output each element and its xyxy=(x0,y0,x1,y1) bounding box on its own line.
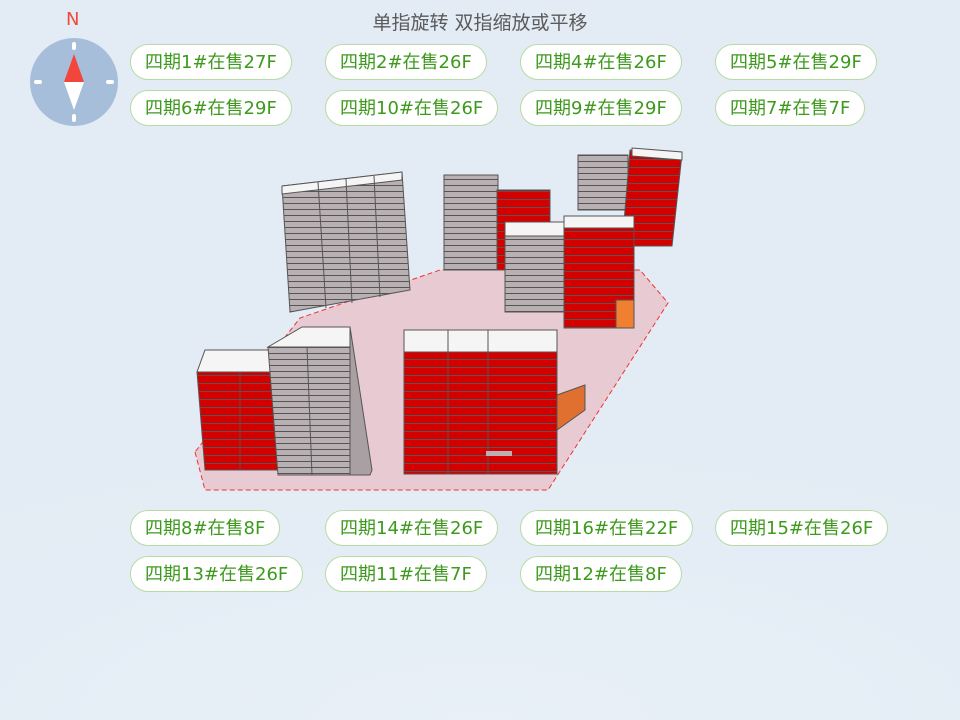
compass-north-label: N xyxy=(66,9,80,30)
label-building-4[interactable]: 四期4#在售26F xyxy=(520,44,682,80)
label-building-14[interactable]: 四期14#在售26F xyxy=(325,510,499,546)
compass-icon[interactable] xyxy=(30,38,118,126)
label-building-8[interactable]: 四期8#在售8F xyxy=(130,510,281,546)
label-building-1[interactable]: 四期1#在售27F xyxy=(130,44,292,80)
label-building-9[interactable]: 四期9#在售29F xyxy=(520,90,682,126)
building-15 xyxy=(266,326,373,476)
label-building-15[interactable]: 四期15#在售26F xyxy=(715,510,889,546)
label-building-16[interactable]: 四期16#在售22F xyxy=(520,510,694,546)
label-building-6[interactable]: 四期6#在售29F xyxy=(130,90,292,126)
label-building-13[interactable]: 四期13#在售26F xyxy=(130,556,304,592)
label-building-2[interactable]: 四期2#在售26F xyxy=(325,44,487,80)
label-building-11[interactable]: 四期11#在售7F xyxy=(325,556,487,592)
label-building-7[interactable]: 四期7#在售7F xyxy=(715,90,866,126)
building-13 xyxy=(504,215,635,329)
building-12 xyxy=(403,329,586,475)
label-building-10[interactable]: 四期10#在售26F xyxy=(325,90,499,126)
label-building-12[interactable]: 四期12#在售8F xyxy=(520,556,682,592)
label-building-5[interactable]: 四期5#在售29F xyxy=(715,44,877,80)
building-9 xyxy=(577,147,683,247)
building-1 xyxy=(281,171,411,313)
gesture-hint: 单指旋转 双指缩放或平移 xyxy=(372,12,588,34)
